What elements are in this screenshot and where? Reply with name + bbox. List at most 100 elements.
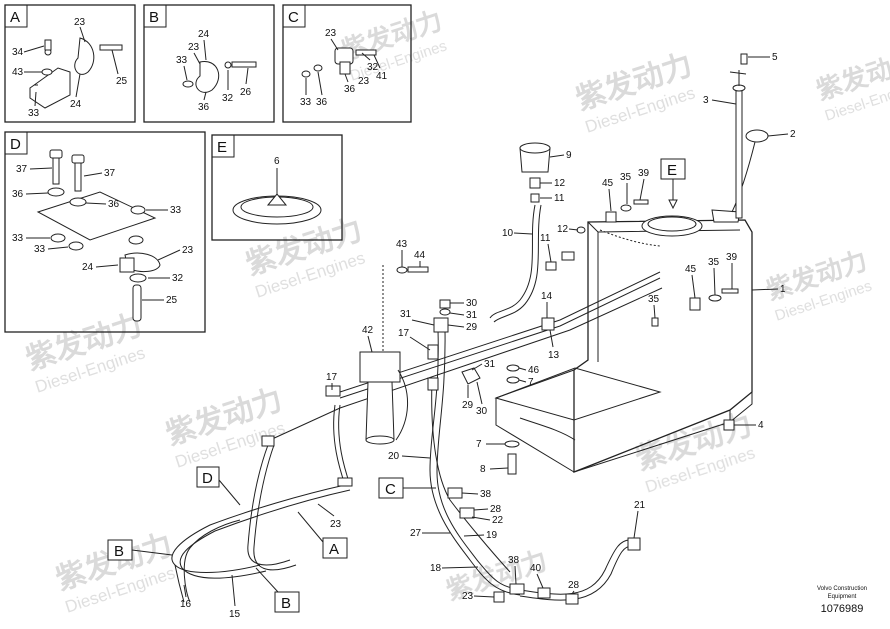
- callout-23: 23: [330, 519, 342, 530]
- callout-44: 44: [414, 250, 426, 261]
- callout-45: 45: [602, 178, 614, 189]
- callout-39: 39: [726, 252, 738, 263]
- detail-box-letter: C: [288, 9, 299, 26]
- callout-5: 5: [772, 52, 778, 63]
- detail-box-a: A 23 34 43 33 24 25: [4, 4, 136, 123]
- callout-28: 28: [490, 504, 502, 515]
- callout-37: 37: [16, 164, 28, 175]
- callout-18: 18: [430, 563, 442, 574]
- water-separator: [489, 142, 586, 323]
- callout-39: 39: [638, 168, 650, 179]
- ref-box-a: A: [297, 511, 348, 559]
- callout-33: 33: [170, 205, 182, 216]
- callout-36: 36: [108, 199, 120, 210]
- callout-35: 35: [648, 294, 660, 305]
- footer-brand-line1: Volvo Construction: [817, 586, 867, 592]
- svg-text:D: D: [202, 470, 213, 487]
- callout-24: 24: [198, 29, 210, 40]
- callout-24: 24: [70, 99, 82, 110]
- detail-box-c: C 23 32 41 33 36 23 36: [282, 4, 412, 123]
- detail-box-b: B 24 23 33 36 32 26: [143, 4, 275, 123]
- detail-box-letter: A: [10, 9, 20, 26]
- callout-30: 30: [466, 298, 478, 309]
- svg-text:A: A: [329, 541, 339, 558]
- callout-10: 10: [502, 228, 514, 239]
- callout-7: 7: [476, 439, 482, 450]
- ref-box-c: C: [378, 477, 436, 499]
- callout-46: 46: [528, 365, 540, 376]
- callout-25: 25: [116, 76, 128, 87]
- callout-26: 26: [240, 87, 252, 98]
- callout-33: 33: [28, 108, 40, 119]
- callout-19: 19: [486, 530, 498, 541]
- callout-35: 35: [708, 257, 720, 268]
- callout-23: 23: [325, 28, 337, 39]
- callout-36: 36: [316, 97, 328, 108]
- callout-2: 2: [790, 129, 796, 140]
- fuel-tank: [494, 53, 769, 473]
- main-assembly: 5 3 2 9 12 11 10 45 35 39 12 11 43: [107, 52, 796, 620]
- callout-38: 38: [480, 489, 492, 500]
- callout-37: 37: [104, 168, 116, 179]
- main-callouts: 5 3 2 9 12 11 10 45 35 39 12 11 43: [180, 52, 796, 620]
- detail-box-letter: E: [217, 139, 227, 156]
- ref-letters: D B A B C: [107, 158, 686, 613]
- callout-13: 13: [548, 350, 560, 361]
- hose-bundle-left: [171, 385, 353, 603]
- callout-23: 23: [188, 42, 200, 53]
- callout-29: 29: [466, 322, 478, 333]
- callout-22: 22: [492, 515, 504, 526]
- callout-4: 4: [758, 420, 764, 431]
- callout-33: 33: [300, 97, 312, 108]
- svg-text:B: B: [281, 595, 291, 612]
- ref-box-b: B: [107, 539, 173, 561]
- svg-text:C: C: [385, 481, 396, 498]
- callout-35: 35: [620, 172, 632, 183]
- callout-11: 11: [554, 193, 565, 204]
- ref-box-b: B: [255, 567, 300, 613]
- callout-20: 20: [388, 451, 400, 462]
- callout-6: 6: [274, 156, 280, 167]
- callout-16: 16: [180, 599, 192, 610]
- callout-31: 31: [484, 359, 496, 370]
- callout-43: 43: [396, 239, 408, 250]
- callout-36: 36: [198, 102, 210, 113]
- svg-text:B: B: [114, 543, 124, 560]
- callout-33: 33: [12, 233, 24, 244]
- callout-31: 31: [466, 310, 478, 321]
- callout-34: 34: [12, 47, 24, 58]
- callout-43: 43: [12, 67, 24, 78]
- callout-23: 36: [344, 84, 356, 95]
- callout-42: 42: [362, 325, 374, 336]
- fuel-filter: [359, 265, 429, 445]
- callout-8: 8: [480, 464, 486, 475]
- callout-7: 7: [528, 377, 534, 388]
- footer: Volvo Construction Equipment 1076989: [817, 586, 867, 615]
- detail-box-letter: B: [149, 9, 159, 26]
- callout-21: 21: [634, 500, 646, 511]
- ref-box-d: D: [196, 466, 241, 506]
- callout-3: 3: [703, 95, 709, 106]
- callout-33: 33: [34, 244, 46, 255]
- callout-23: 23: [74, 17, 86, 28]
- callout-38: 38: [508, 555, 520, 566]
- callout-24: 24: [82, 262, 94, 273]
- callout-33: 33: [176, 55, 188, 66]
- callout-23: 23: [182, 245, 194, 256]
- callout-45: 45: [685, 264, 697, 275]
- callout-15: 15: [229, 609, 241, 620]
- footer-brand-line2: Equipment: [828, 594, 857, 600]
- callout-36: 23: [358, 76, 370, 87]
- callout-31: 31: [400, 309, 412, 320]
- callout-41: 41: [376, 71, 388, 82]
- callout-32: 32: [172, 273, 184, 284]
- callout-29: 29: [462, 400, 474, 411]
- callout-14: 14: [541, 291, 553, 302]
- detail-box-letter: D: [10, 136, 21, 153]
- callout-12: 12: [554, 178, 566, 189]
- callout-32: 32: [222, 93, 234, 104]
- callout-27: 27: [410, 528, 422, 539]
- callout-30: 30: [476, 406, 488, 417]
- callout-12: 12: [557, 224, 569, 235]
